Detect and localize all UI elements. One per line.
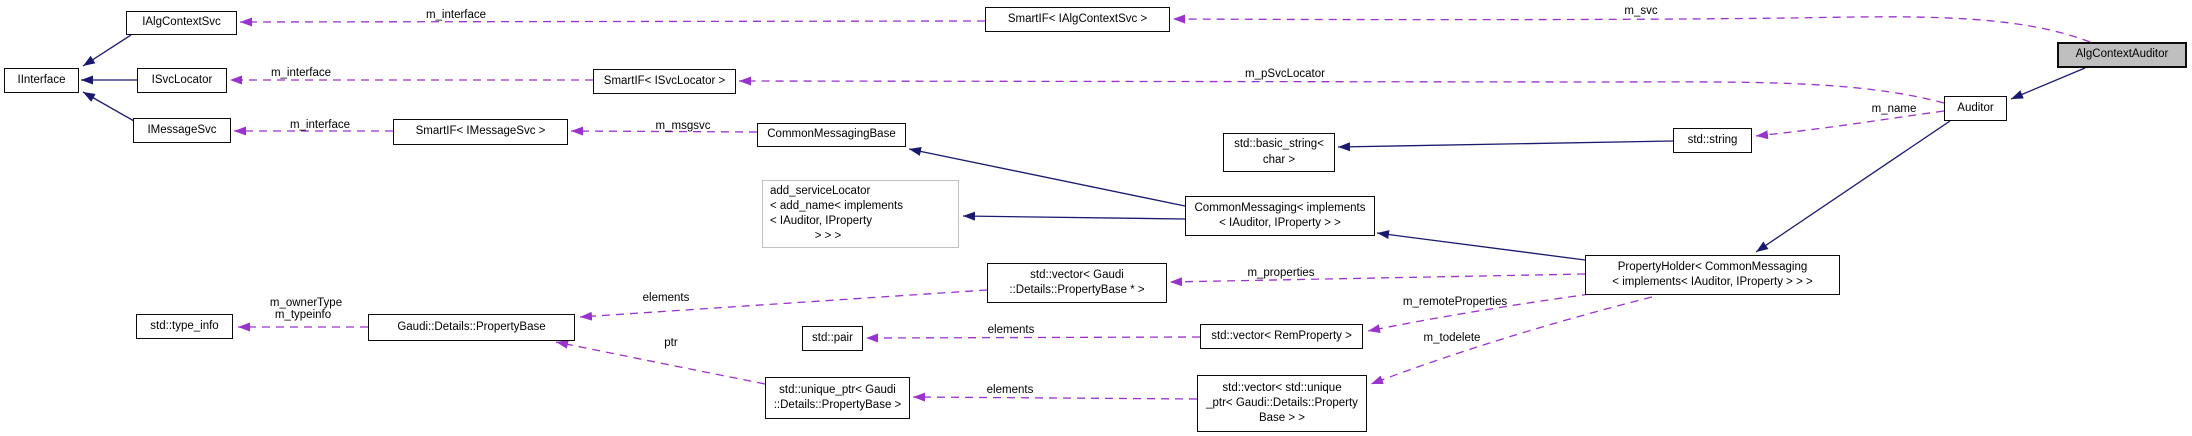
node-smartif-imessagesvc[interactable]: SmartIF< IMessageSvc >: [393, 119, 568, 145]
edge-inherit-propertyholder-commonmessaging: [1376, 230, 1586, 261]
edge-label-elements-mid: elements: [988, 324, 1035, 336]
edge-label-m-svc: m_svc: [1624, 5, 1657, 17]
node-commonmessaging[interactable]: CommonMessaging< implements < IAuditor, …: [1185, 196, 1375, 236]
edge-use-smartifialgcontextsvc-ialgcontextsvc: [239, 17, 986, 27]
node-unique-ptr[interactable]: std::unique_ptr< Gaudi ::Details::Proper…: [765, 377, 910, 419]
edge-label-m-psvclocator: m_pSvcLocator: [1245, 68, 1325, 80]
edge-use-vectorpropertybaseptr-propertybase: [579, 289, 988, 321]
node-propertyholder[interactable]: PropertyHolder< CommonMessaging < implem…: [1585, 255, 1840, 295]
node-smartif-isvclocator[interactable]: SmartIF< ISvcLocator >: [593, 69, 736, 94]
edge-use-auditor-smartifisvclocator: [738, 76, 1945, 104]
edge-use-vectoruniqueptr-uniqueptr: [912, 392, 1198, 402]
edge-inherit-imessagesvc-iinterface: [82, 91, 135, 122]
edge-use-vectorremproperty-pair: [865, 333, 1201, 343]
node-type-info[interactable]: std::type_info: [136, 314, 233, 339]
node-vector-remproperty[interactable]: std::vector< RemProperty >: [1200, 324, 1363, 349]
node-iinterface[interactable]: IInterface: [4, 68, 79, 93]
node-smartif-ialgcontextsvc[interactable]: SmartIF< IAlgContextSvc >: [985, 7, 1170, 32]
edge-label-m-todelete: m_todelete: [1424, 332, 1481, 344]
node-imessagesvc[interactable]: IMessageSvc: [133, 118, 231, 143]
edge-label-m-msgsvc: m_msgsvc: [656, 120, 711, 132]
edge-label-m-remoteproperties: m_remoteProperties: [1403, 296, 1507, 308]
edge-use-propertyholder-vectorpropertybaseptr: [1169, 273, 1586, 287]
edge-use-propertyholder-vectoruniqueptr: [1370, 296, 1653, 385]
node-vector-propertybase-ptr[interactable]: std::vector< Gaudi ::Details::PropertyBa…: [987, 263, 1167, 303]
edge-label-m-interface-top: m_interface: [426, 9, 486, 21]
node-std-string[interactable]: std::string: [1673, 128, 1752, 153]
edge-inherit-auditor-propertyholder: [1755, 120, 1951, 253]
edge-label-elements-top: elements: [643, 292, 690, 304]
edge-inherit-algcontextauditor-auditor: [2010, 67, 2086, 100]
node-commonmessagingbase[interactable]: CommonMessagingBase: [757, 123, 906, 147]
node-propertybase[interactable]: Gaudi::Details::PropertyBase: [368, 314, 575, 341]
node-isvclocator[interactable]: ISvcLocator: [137, 68, 227, 93]
edge-label-m-ownertype: m_ownerType: [270, 297, 342, 309]
edge-use-uniqueptr-propertybase: [555, 339, 766, 385]
node-basic-string[interactable]: std::basic_string< char >: [1223, 133, 1335, 172]
edge-label-m-properties: m_properties: [1247, 267, 1314, 279]
edge-label-m-name: m_name: [1872, 103, 1917, 115]
edge-inherit-ialgcontextsvc-iinterface: [82, 34, 132, 67]
node-std-pair[interactable]: std::pair: [802, 326, 863, 351]
node-algcontextauditor[interactable]: AlgContextAuditor: [2057, 42, 2187, 68]
node-ialgcontextsvc[interactable]: IAlgContextSvc: [126, 11, 237, 35]
edge-label-m-interface-mid: m_interface: [271, 67, 331, 79]
edge-use-algcontextauditor-smartifialgcontextsvc: [1172, 14, 2091, 43]
node-vector-unique-ptr[interactable]: std::vector< std::unique _ptr< Gaudi::De…: [1197, 375, 1367, 432]
node-auditor[interactable]: Auditor: [1944, 96, 2007, 121]
edge-use-commonmessagingbase-smartifimessagesvc: [570, 126, 758, 136]
edge-label-m-interface-bot: m_interface: [290, 119, 350, 131]
edge-label-ptr: ptr: [664, 337, 678, 349]
node-add-servicelocator[interactable]: add_serviceLocator < add_name< implement…: [762, 180, 959, 248]
edge-use-propertyholder-vectorremproperty: [1367, 293, 1591, 334]
edge-inherit-stdstring-basicstring: [1337, 140, 1674, 152]
edge-use-auditor-stdstring: [1755, 110, 1945, 140]
edge-label-elements-bot: elements: [987, 384, 1034, 396]
edge-label-m-typeinfo: m_typeinfo: [275, 309, 331, 321]
edge-inherit-commonmessaging-addservicelocator: [962, 211, 1186, 221]
